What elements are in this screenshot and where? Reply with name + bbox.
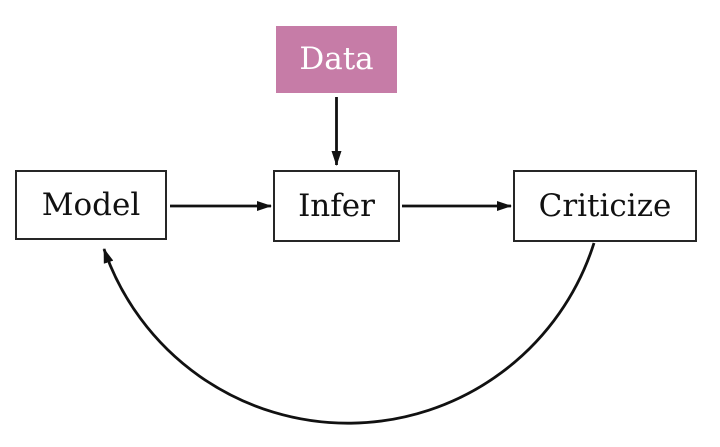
arrow-criticize-to-model-loop (102, 242, 596, 425)
node-model-label: Model (41, 186, 141, 223)
node-infer-label: Infer (298, 187, 375, 224)
node-criticize: Criticize (513, 170, 697, 242)
node-data-label: Data (299, 41, 374, 77)
node-data: Data (276, 26, 397, 93)
node-criticize-label: Criticize (538, 187, 672, 224)
node-model: Model (15, 170, 167, 240)
node-infer: Infer (273, 170, 400, 242)
